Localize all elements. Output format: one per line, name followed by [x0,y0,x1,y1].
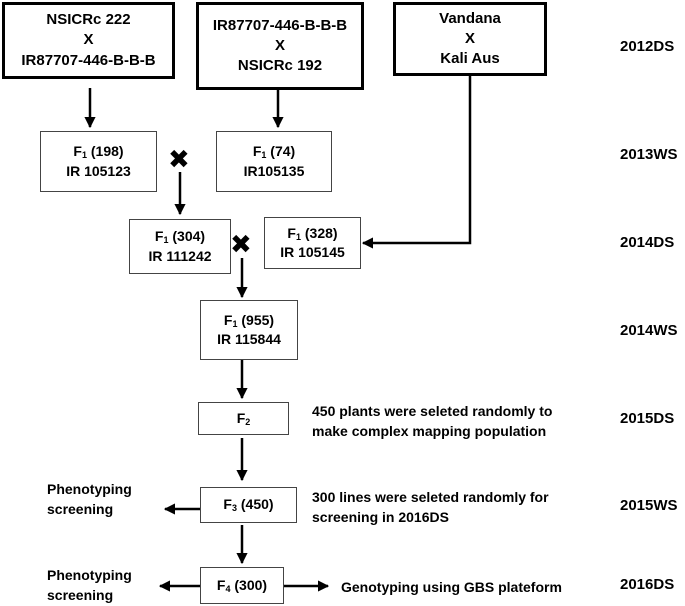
f1-box-74-id: IR105135 [243,162,305,179]
season-2015ds: 2015DS [620,410,675,427]
parent-3-line3: Kali Aus [440,50,500,68]
phenotyping-f4-line1: Phenotyping [47,567,132,583]
season-2012ds: 2012DS [620,38,675,55]
f1-box-74-label: F1 (74) [252,143,296,161]
phenotyping-f4-line2: screening [47,587,114,604]
f2-box: F2 [198,402,289,435]
season-2014ds: 2014DS [620,234,675,251]
f1-box-955-label: F1 (955) [223,311,275,329]
parent-cross-3: Vandana X Kali Aus [393,2,547,76]
cross-symbol-1: ✖ [168,145,190,175]
f3-note: 300 lines were seleted randomly for scre… [312,487,549,528]
parent-2-line3: NSICRc 192 [237,57,323,75]
phenotyping-note-f3: Phenotyping screening [47,479,132,520]
f1-box-74: F1 (74) IR105135 [216,131,332,192]
parent-2-cross: X [274,36,285,54]
f3-box-label: F3 (450) [223,496,274,514]
f1-box-328-label: F1 (328) [287,224,338,242]
f1-box-198: F1 (198) IR 105123 [40,131,157,192]
season-2015ws: 2015WS [620,497,678,514]
parent-3-cross: X [464,29,475,47]
f1-box-328-id: IR 105145 [280,244,345,261]
phenotyping-f3-line2: screening [47,501,114,518]
parent-1-cross: X [83,31,94,49]
f1-box-304-id: IR 111242 [148,247,212,264]
f2-note: 450 plants were seleted randomly to make… [312,401,552,442]
parent-1-line1: NSICRc 222 [46,11,131,29]
cross-symbol-2: ✖ [230,230,252,260]
f1-box-198-label: F1 (198) [73,143,124,161]
f2-note-line1: 450 plants were seleted randomly to [312,403,553,419]
phenotyping-f3-line1: Phenotyping [47,481,132,497]
parent-1-line3: IR87707-446-B-B-B [21,51,156,69]
parent-cross-1: NSICRc 222 X IR87707-446-B-B-B [2,2,175,79]
parent-2-line1: IR87707-446-B-B-B [212,16,348,34]
arrow-parent3-to-f1 [361,76,472,249]
f1-box-198-id: IR 105123 [66,162,131,179]
genotyping-note: Genotyping using GBS plateform [341,579,562,595]
parent-3-line1: Vandana [439,9,501,27]
f4-box: F4 (300) [200,567,284,604]
f3-note-line2: screening in 2016DS [312,509,449,526]
f3-box: F3 (450) [200,487,297,523]
f1-box-955-id: IR 115844 [217,331,281,348]
season-2014ws: 2014WS [620,322,678,339]
phenotyping-note-f4: Phenotyping screening [47,565,132,606]
season-2013ws: 2013WS [620,146,678,163]
season-2016ds: 2016DS [620,576,675,593]
f2-box-label: F2 [236,409,251,427]
f1-box-304-label: F1 (304) [154,228,206,246]
f3-note-line1: 300 lines were seleted randomly for [312,489,549,505]
f2-note-line2: make complex mapping population [312,423,547,440]
parent-cross-2: IR87707-446-B-B-B X NSICRc 192 [196,2,364,90]
f4-box-label: F4 (300) [216,576,268,594]
f1-box-304: F1 (304) IR 111242 [129,219,231,274]
f1-box-328: F1 (328) IR 105145 [264,217,361,269]
f1-box-955: F1 (955) IR 115844 [200,300,298,360]
